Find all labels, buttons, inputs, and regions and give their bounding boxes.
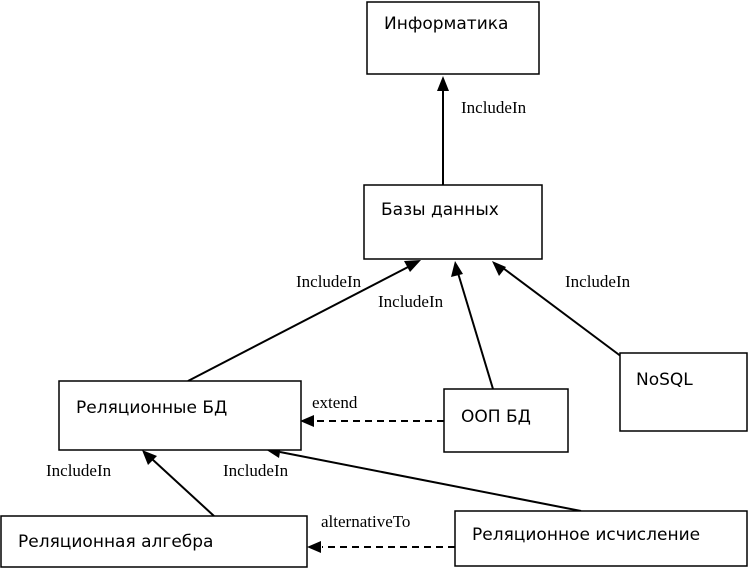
- node-relyatsionnaya-algebra-label: Реляционная алгебра: [18, 532, 213, 552]
- edge-oopbd-to-bd: [457, 272, 494, 390]
- node-oop-bd-label: ООП БД: [461, 407, 531, 427]
- label-ischislenie-to-relbd: IncludeIn: [223, 461, 289, 480]
- arrowhead-algebra-relbd: [142, 450, 157, 465]
- node-informatika: Информатика: [366, 1, 540, 75]
- edge-nosql-to-bd: [502, 267, 623, 358]
- node-relyatsionnoe-ischislenie-label: Реляционное исчисление: [472, 525, 700, 545]
- node-oop-bd: ООП БД: [443, 388, 569, 453]
- arrowhead-alternative: [307, 541, 321, 553]
- node-relyatsionnaya-algebra: Реляционная алгебра: [0, 515, 308, 568]
- node-relyatsionnye-bd: Реляционные БД: [58, 380, 302, 451]
- arrowhead-relbd-bd: [404, 260, 421, 272]
- node-relyatsionnoe-ischislenie: Реляционное исчисление: [454, 510, 748, 567]
- edge-ischislenie-to-relbd: [279, 451, 582, 512]
- edge-algebra-to-relbd: [151, 458, 215, 517]
- label-relbd-to-bd: IncludeIn: [296, 272, 362, 291]
- node-bazy-dannykh: Базы данных: [363, 184, 543, 260]
- arrowhead-extend: [300, 415, 314, 427]
- node-nosql-label: NoSQL: [636, 370, 693, 390]
- label-oopbd-extend-relbd: extend: [312, 393, 358, 412]
- arrowhead-informatika: [437, 76, 449, 91]
- label-bd-to-informatika: IncludeIn: [461, 98, 527, 117]
- node-relyatsionnye-bd-label: Реляционные БД: [76, 398, 227, 418]
- arrowhead-nosql-bd: [492, 261, 506, 276]
- label-nosql-to-bd: IncludeIn: [565, 272, 631, 291]
- node-nosql: NoSQL: [619, 352, 748, 432]
- node-informatika-label: Информатика: [384, 14, 508, 34]
- node-bazy-dannykh-label: Базы данных: [381, 200, 499, 220]
- label-algebra-to-relbd: IncludeIn: [46, 461, 112, 480]
- label-oopbd-to-bd: IncludeIn: [378, 292, 444, 311]
- edge-relbd-to-bd: [187, 265, 411, 382]
- label-ischislenie-alt-algebra: alternativeTo: [321, 512, 410, 531]
- arrowhead-oopbd-bd: [451, 261, 463, 277]
